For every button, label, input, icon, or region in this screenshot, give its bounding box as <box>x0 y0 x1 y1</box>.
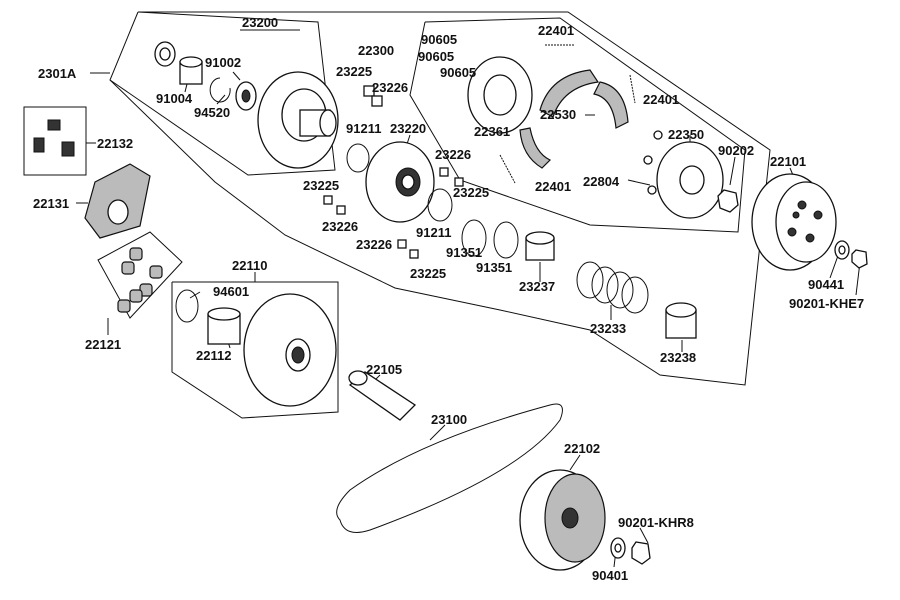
clutch-shoe-subassembly-outline <box>409 17 746 233</box>
driven-pulley-subassembly-outline <box>109 11 336 176</box>
label-22361: 22361 <box>474 124 510 139</box>
label-91002: 91002 <box>205 55 241 70</box>
label-22350: 22350 <box>668 127 704 142</box>
bearing-91004 <box>154 41 176 67</box>
ramp-plate-22131 <box>84 163 151 239</box>
clutch-carrier-22350 <box>643 130 724 219</box>
label-22132: 22132 <box>97 136 133 151</box>
leader-94520 <box>216 94 226 105</box>
bushing-22112 <box>207 307 241 345</box>
o-ring-91211-a <box>346 143 370 173</box>
label-90201-KHR8: 90201-KHR8 <box>618 515 694 530</box>
label-22131: 22131 <box>33 196 69 211</box>
label-22300: 22300 <box>358 43 394 58</box>
o-ring-94601 <box>175 289 199 323</box>
spring-23233 <box>576 261 649 314</box>
spring-22401-b <box>629 74 636 104</box>
label-23225-b: 23225 <box>303 178 339 193</box>
leader-91002 <box>232 71 241 81</box>
bearing-91002 <box>235 81 257 111</box>
label-2301A: 2301A <box>38 66 77 81</box>
leader-90201-KHR8 <box>639 527 649 544</box>
leader-90202 <box>729 156 736 186</box>
guide-pins <box>323 85 464 259</box>
label-90202: 90202 <box>718 143 754 158</box>
label-23220: 23220 <box>390 121 426 136</box>
label-23226-c: 23226 <box>322 219 358 234</box>
label-22101: 22101 <box>770 154 806 169</box>
label-91004: 91004 <box>156 91 193 106</box>
driven-pulley-23200 <box>257 71 339 169</box>
part-labels: 23200 2301A 91002 91004 94520 22300 9060… <box>33 15 864 583</box>
nut-90202 <box>717 189 739 213</box>
label-91351-a: 91351 <box>446 245 482 260</box>
label-90605-c: 90605 <box>440 65 476 80</box>
label-22804: 22804 <box>583 174 620 189</box>
drive-face-22110 <box>243 293 337 407</box>
label-22112: 22112 <box>196 348 231 363</box>
needle-bearing <box>179 56 203 85</box>
label-23226-d: 23226 <box>356 237 392 252</box>
drive-belt-23100 <box>336 403 563 533</box>
clutch-bell-22101 <box>751 173 837 271</box>
spring-22401-c <box>499 154 516 184</box>
nut-90201-KHR8 <box>631 541 651 565</box>
washer-90401 <box>610 537 626 559</box>
seal-91351-a <box>461 219 487 257</box>
label-23200: 23200 <box>242 15 278 30</box>
label-23100: 23100 <box>431 412 467 427</box>
label-22121: 22121 <box>85 337 121 352</box>
collar-23237 <box>525 231 555 261</box>
label-23237: 23237 <box>519 279 555 294</box>
label-90201-KHE7: 90201-KHE7 <box>789 296 864 311</box>
label-23225-c: 23225 <box>453 185 489 200</box>
label-94601: 94601 <box>213 284 249 299</box>
clutch-plate-22361 <box>467 56 533 134</box>
label-23233: 23233 <box>590 321 626 336</box>
nut-90201-KHE7 <box>851 249 868 269</box>
label-90401: 90401 <box>592 568 628 583</box>
rollers-22121 <box>117 247 163 313</box>
label-23226-a: 23226 <box>372 80 408 95</box>
washer-90441 <box>834 240 850 260</box>
drive-pulley-subassembly-outline <box>171 281 339 419</box>
sleeve-22105 <box>348 370 417 421</box>
circlip-94520 <box>209 77 231 103</box>
label-23226-b: 23226 <box>435 147 471 162</box>
label-22530: 22530 <box>540 107 576 122</box>
label-91211-b: 91211 <box>416 225 451 240</box>
drive-pulley-fan-22102 <box>519 469 606 571</box>
leader-23100 <box>429 424 446 441</box>
label-90441: 90441 <box>808 277 844 292</box>
label-90605-a: 90605 <box>421 32 457 47</box>
label-22110: 22110 <box>232 258 267 273</box>
label-22401-c: 22401 <box>535 179 571 194</box>
label-91351-b: 91351 <box>476 260 512 275</box>
parts <box>33 41 868 571</box>
label-23225-a: 23225 <box>336 64 372 79</box>
leader-22102 <box>569 454 581 471</box>
o-ring-91211-b <box>427 188 453 222</box>
label-23225-d: 23225 <box>410 266 446 281</box>
label-22401-a: 22401 <box>538 23 574 38</box>
seal-91351-b <box>493 221 519 259</box>
label-23238: 23238 <box>660 350 696 365</box>
clutch-assembly-outline <box>109 11 771 386</box>
assembly-outlines <box>23 11 771 419</box>
leader-lines <box>76 29 861 568</box>
label-22401-b: 22401 <box>643 92 679 107</box>
clutch-shoes-22530 <box>519 69 629 169</box>
roller-box-outline <box>97 231 183 319</box>
slider-box-outline <box>23 106 87 176</box>
label-90605-b: 90605 <box>418 49 454 64</box>
label-91211-a: 91211 <box>346 121 381 136</box>
collar-23238 <box>665 302 697 339</box>
label-22105: 22105 <box>366 362 402 377</box>
leader-22804 <box>627 179 651 186</box>
sliders-22132 <box>33 119 75 157</box>
label-22102: 22102 <box>564 441 600 456</box>
driven-face-23220 <box>365 141 435 223</box>
label-94520: 94520 <box>194 105 230 120</box>
